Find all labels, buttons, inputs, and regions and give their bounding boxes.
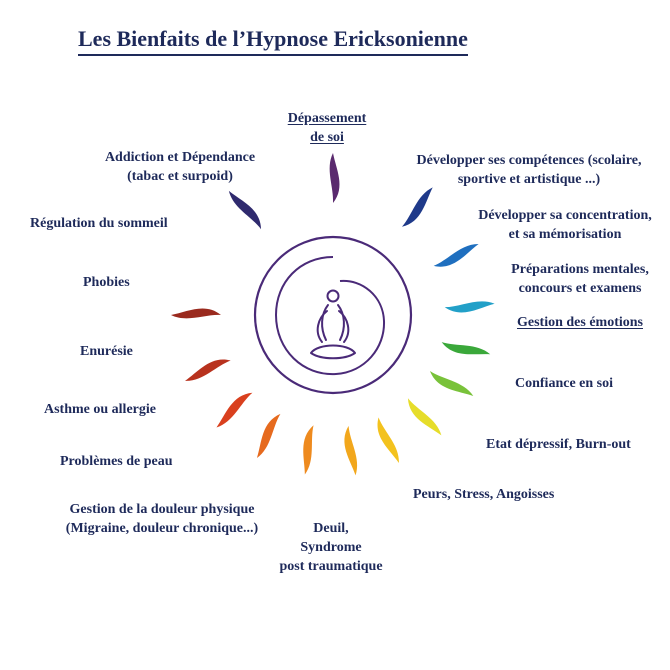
page-title: Les Bienfaits de l’Hypnose Ericksonienne — [78, 26, 468, 56]
benefit-confiance-en-soi: Confiance en soi — [515, 376, 613, 391]
sun-ray — [407, 398, 442, 436]
benefit-enuresie: Enurésie — [80, 344, 133, 359]
outer-ring — [253, 235, 413, 395]
benefit-preparations-mentales: Préparations mentales, concours et exame… — [511, 262, 649, 296]
meditation-figure-icon — [310, 289, 356, 360]
benefit-addiction-dependance: Addiction et Dépendance (tabac et surpoi… — [104, 150, 256, 184]
sun-ray — [444, 301, 495, 313]
sun-ray — [429, 371, 474, 396]
benefit-developper-competences: Développer ses compétences (scolaire, sp… — [416, 153, 642, 187]
benefit-peurs-stress: Peurs, Stress, Angoisses — [413, 487, 555, 502]
sun-ray — [185, 359, 231, 381]
sun-ray — [329, 153, 340, 203]
sun-ray — [228, 190, 262, 230]
benefit-asthme-allergie: Asthme ou allergie — [44, 402, 156, 417]
sun-ray — [441, 342, 491, 355]
sun-ray — [433, 243, 479, 267]
sun-ray — [171, 308, 221, 319]
benefit-depassement-de-soi: Dépassement de soi — [287, 111, 367, 145]
benefit-phobies: Phobies — [83, 275, 130, 290]
benefit-etat-depressif: Etat dépressif, Burn-out — [486, 437, 631, 452]
sun-ray — [377, 417, 399, 463]
benefit-developper-concentration: Développer sa concentration, et sa mémor… — [478, 208, 652, 242]
benefit-gestion-emotions: Gestion des émotions — [517, 315, 643, 330]
benefit-problemes-peau: Problèmes de peau — [60, 454, 173, 469]
sun-ray — [256, 413, 281, 459]
sun-ray — [344, 425, 358, 476]
sun-ray — [216, 392, 253, 428]
sun-ray — [401, 187, 433, 227]
benefit-deuil-syndrome: Deuil, Syndrome post traumatique — [279, 521, 383, 574]
sun-ray — [303, 425, 314, 475]
benefit-regulation-sommeil: Régulation du sommeil — [30, 216, 168, 231]
benefit-gestion-douleur: Gestion de la douleur physique (Migraine… — [65, 502, 259, 536]
spiral-ring — [274, 256, 386, 376]
